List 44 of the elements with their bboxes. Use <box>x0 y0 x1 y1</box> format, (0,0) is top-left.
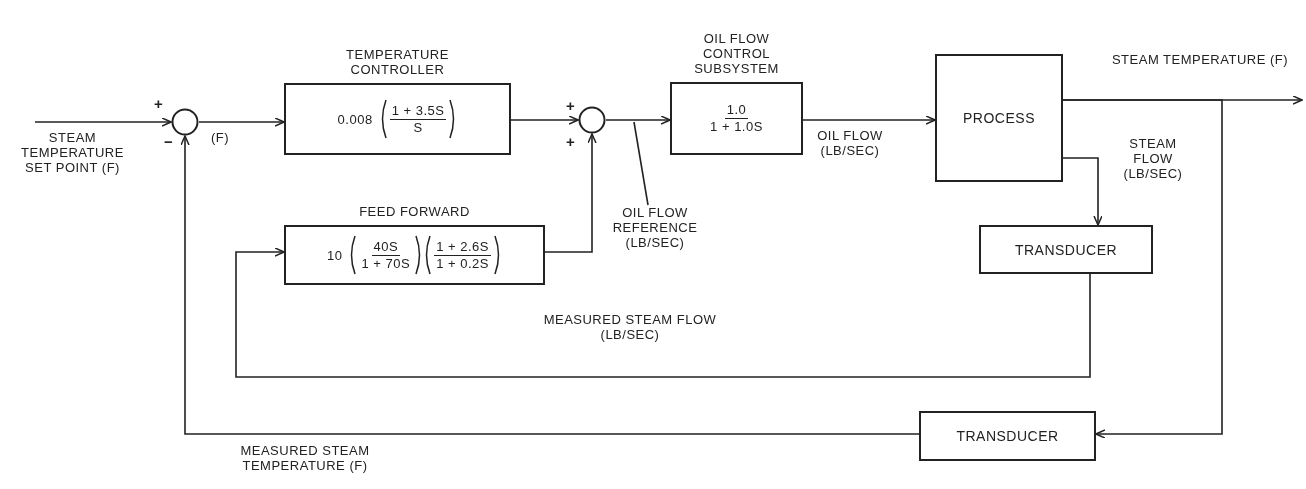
coefficient: 10 <box>327 247 343 263</box>
numerator: 40S <box>371 238 401 256</box>
signal-arrow <box>34 117 172 127</box>
signal-arrow <box>1062 157 1103 226</box>
block-title: OIL FLOW CONTROL SUBSYSTEM <box>693 31 780 76</box>
edge-label: OIL FLOW (LB/SEC) <box>816 128 884 158</box>
block-label: TRANSDUCER <box>1014 241 1118 258</box>
signal-arrow <box>544 133 597 253</box>
edge-label: MEASURED STEAM TEMPERATURE (F) <box>239 443 371 473</box>
block-title: FEED FORWARD <box>359 204 470 219</box>
denominator: 1 + 1.0S <box>709 119 764 135</box>
edge-label: STEAM TEMPERATURE (F) <box>1111 52 1289 67</box>
block-box <box>979 225 1153 274</box>
sign-label: + <box>154 95 164 112</box>
signal-arrow <box>802 115 936 125</box>
edge-label: STEAM TEMPERATURE SET POINT (F) <box>20 130 125 175</box>
edge-label: MEASURED STEAM FLOW (LB/SEC) <box>542 312 718 342</box>
coefficient: 0.008 <box>337 111 373 127</box>
signal-arrow <box>1062 99 1223 439</box>
denominator: 1 + 0.2S <box>435 255 490 272</box>
sign-label: + <box>566 97 576 114</box>
signal-arrow <box>235 247 1091 378</box>
signal-arrow <box>180 135 920 435</box>
denominator: S <box>412 119 424 136</box>
signal-arrow <box>605 115 671 125</box>
block-label: TRANSDUCER <box>956 428 1059 444</box>
block-label: PROCESS <box>963 110 1035 126</box>
edge-label: STEAM FLOW (LB/SEC) <box>1122 136 1184 181</box>
denominator: 1 + 70S <box>360 255 412 272</box>
summing-junction <box>578 106 606 134</box>
block-box <box>919 411 1096 461</box>
block-box <box>935 54 1063 182</box>
numerator: 1 + 2.6S <box>434 238 491 256</box>
numerator: 1 + 3.5S <box>389 102 447 120</box>
leader-line <box>633 121 649 206</box>
summing-junction <box>171 108 199 136</box>
sign-label: + <box>566 133 576 150</box>
block-title: TEMPERATURE CONTROLLER <box>345 47 450 77</box>
signal-arrow <box>198 117 285 127</box>
numerator: 1.0 <box>724 102 749 119</box>
edge-label: (F) <box>210 130 230 145</box>
signal-label: OIL FLOW REFERENCE (LB/SEC) <box>611 205 699 250</box>
sign-label: − <box>164 133 174 150</box>
signal-arrow <box>510 115 579 125</box>
